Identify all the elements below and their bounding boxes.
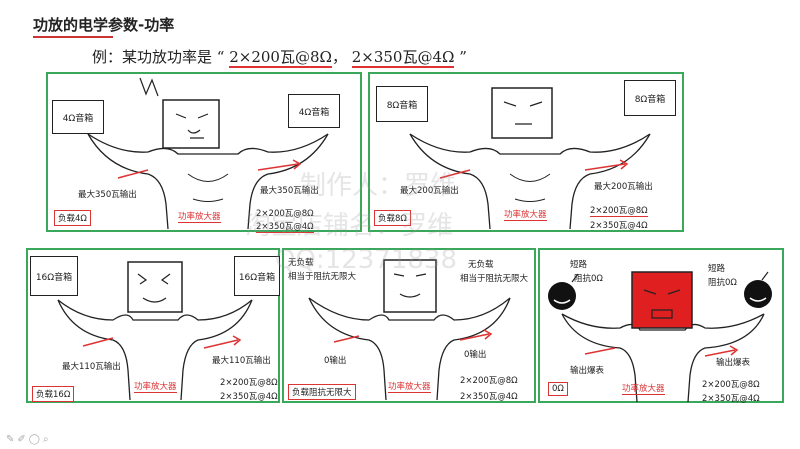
amplifier-label: 功率放大器 xyxy=(622,384,665,395)
edit-icon[interactable]: ✐ xyxy=(17,434,29,445)
rating-4ohm: 2×350瓦@4Ω xyxy=(256,222,314,233)
example-line: 例：某功放功率是 “ 2×200瓦@8Ω， 2×350瓦@4Ω ” xyxy=(92,46,467,68)
example-rating-8ohm: 2×200瓦@8Ω xyxy=(229,48,332,68)
zoom-icon[interactable]: ⌕ xyxy=(42,434,52,445)
slide-toolbar: ✎✐◯⌕ xyxy=(6,434,52,445)
load-badge: 负载8Ω xyxy=(374,210,411,226)
strongman-drawing xyxy=(57,261,253,401)
page-title: 功放的电学参数-功率 xyxy=(33,16,175,34)
label-right-output: 输出爆表 xyxy=(716,358,751,368)
strongman-drawing xyxy=(548,271,772,403)
no-load-left: 无负载 xyxy=(288,258,314,268)
panel-open-circuit: 无负载 相当于阻抗无限大 无负载 相当于阻抗无限大 0输出 0输出 负载阻抗无限… xyxy=(282,248,536,403)
label-left-output: 最大200瓦输出 xyxy=(400,186,459,196)
example-prefix: 例：某功放功率是 “ xyxy=(92,48,230,66)
short-left-desc: 阻抗0Ω xyxy=(574,274,603,284)
watermark-qq: QQ:12371838 xyxy=(275,245,458,275)
speaker-right: 16Ω音箱 xyxy=(234,256,280,296)
rating-8ohm: 2×200瓦@8Ω xyxy=(220,378,278,388)
label-right-output: 最大110瓦输出 xyxy=(212,356,271,366)
label-right-output: 最大200瓦输出 xyxy=(594,182,653,192)
rating-8ohm: 2×200瓦@8Ω xyxy=(702,380,760,390)
no-load-left-desc: 相当于阻抗无限大 xyxy=(288,272,357,282)
rating-4ohm: 2×350瓦@4Ω xyxy=(702,394,760,404)
speaker-left: 16Ω音箱 xyxy=(30,256,78,296)
short-right: 短路 xyxy=(708,264,726,274)
label-right-output: 0输出 xyxy=(464,350,487,360)
watermark-author: 制作人：罗维 xyxy=(300,171,457,201)
strongman-drawing xyxy=(409,87,651,230)
strongman-drawing xyxy=(87,77,329,230)
no-load-right-desc: 相当于阻抗无限大 xyxy=(460,274,529,284)
rating-4ohm: 2×350瓦@4Ω xyxy=(220,392,278,402)
panel-16ohm: 16Ω音箱 16Ω音箱 最大110瓦输出 最大110瓦输出 负载16Ω 功率放大… xyxy=(26,248,280,403)
rating-4ohm: 2×350瓦@4Ω xyxy=(590,221,648,231)
load-badge: 负载16Ω xyxy=(32,386,75,402)
speaker-left: 8Ω音箱 xyxy=(376,86,428,122)
short-right-desc: 阻抗0Ω xyxy=(708,278,737,288)
speaker-right: 4Ω音箱 xyxy=(288,94,340,128)
panel-short-circuit: 短路 阻抗0Ω 短路 阻抗0Ω 输出爆表 输出爆表 0Ω 功率放大器 2×200… xyxy=(538,248,784,404)
label-right-output: 最大350瓦输出 xyxy=(260,186,319,196)
amplifier-label: 功率放大器 xyxy=(388,382,431,393)
rating-8ohm: 2×200瓦@8Ω xyxy=(256,209,314,219)
example-sep: ， xyxy=(331,48,352,66)
label-left-output: 最大110瓦输出 xyxy=(62,362,121,372)
load-badge: 负载阻抗无限大 xyxy=(288,384,356,400)
label-left-output: 最大350瓦输出 xyxy=(78,190,137,200)
title-underline xyxy=(33,36,113,38)
no-load-right: 无负载 xyxy=(468,260,494,270)
chat-icon[interactable]: ◯ xyxy=(28,434,43,445)
label-left-output: 输出爆表 xyxy=(570,366,605,376)
rating-8ohm: 2×200瓦@8Ω xyxy=(460,376,518,386)
amplifier-label: 功率放大器 xyxy=(134,382,177,393)
strongman-drawing xyxy=(308,259,511,401)
load-badge: 0Ω xyxy=(548,382,568,396)
watermark-shop: 淘宝店铺名：罗维 xyxy=(245,211,454,241)
load-badge: 负载4Ω xyxy=(54,210,91,226)
speaker-left: 4Ω音箱 xyxy=(52,100,104,134)
amplifier-label: 功率放大器 xyxy=(178,212,221,223)
rating-8ohm: 2×200瓦@8Ω xyxy=(590,206,648,217)
label-left-output: 0输出 xyxy=(324,356,347,366)
rating-4ohm: 2×350瓦@4Ω xyxy=(460,392,518,402)
speaker-right: 8Ω音箱 xyxy=(624,80,676,116)
amplifier-label: 功率放大器 xyxy=(504,210,547,221)
example-suffix: ” xyxy=(454,48,467,66)
pen-icon[interactable]: ✎ xyxy=(6,434,18,445)
example-rating-4ohm: 2×350瓦@4Ω xyxy=(351,48,455,68)
panel-4ohm: 4Ω音箱 4Ω音箱 最大350瓦输出 最大350瓦输出 负载4Ω 功率放大器 2… xyxy=(46,72,362,233)
panel-8ohm: 8Ω音箱 8Ω音箱 最大200瓦输出 最大200瓦输出 负载8Ω 功率放大器 2… xyxy=(368,72,684,232)
short-left: 短路 xyxy=(570,260,588,270)
